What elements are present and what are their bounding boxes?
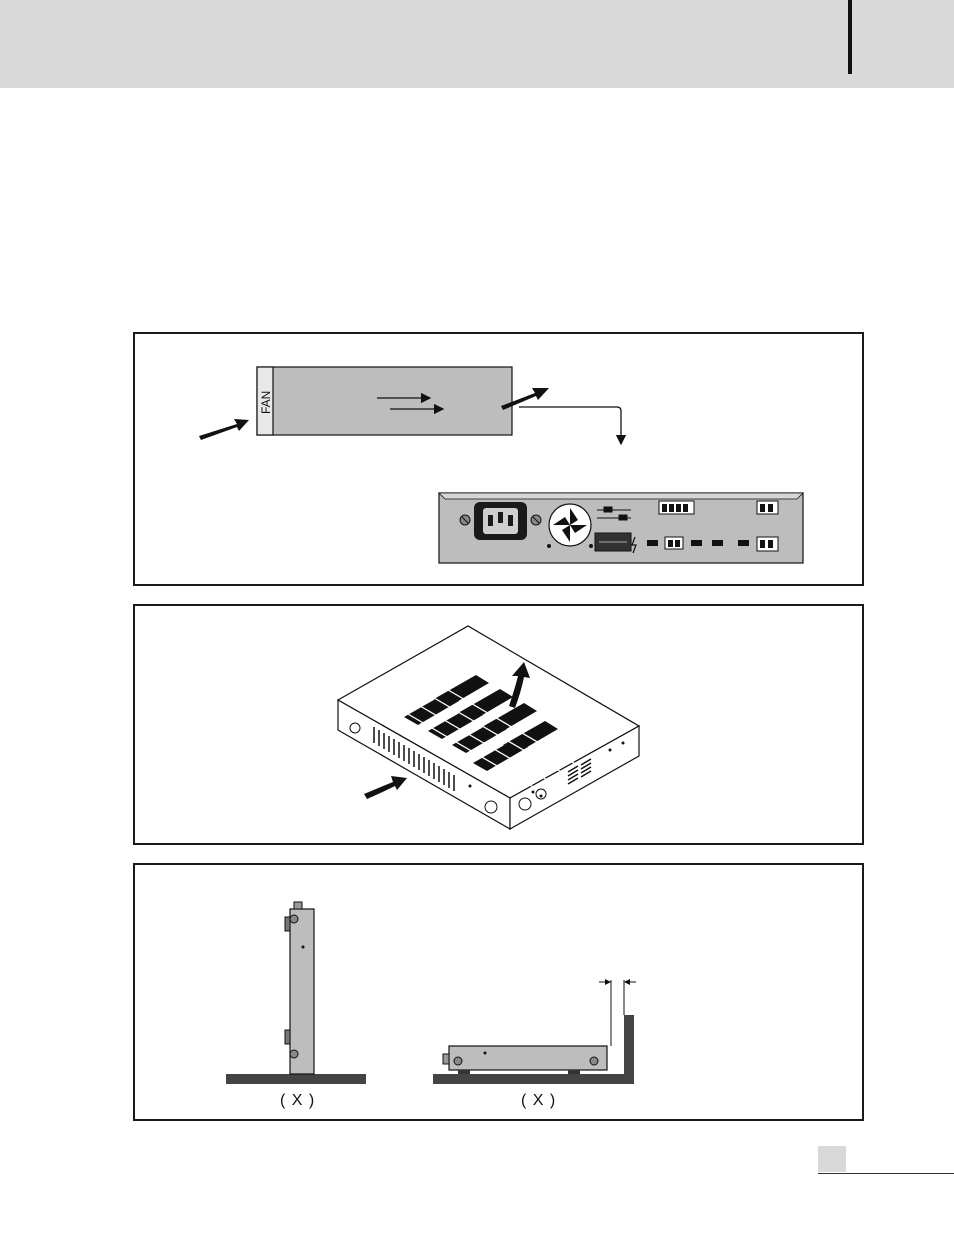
footer-rule [818, 1173, 954, 1174]
intake-arrow-icon [199, 419, 249, 440]
fan-label: FAN [259, 391, 273, 414]
page-number-box [818, 1146, 846, 1172]
page-header-band [0, 0, 954, 88]
ventilation-diagram [135, 606, 866, 847]
ventilation-diagram-panel [133, 604, 864, 845]
vertical-orientation-label: ( X ) [280, 1092, 315, 1110]
knob-icon [519, 798, 531, 810]
terminal-block [665, 537, 683, 549]
mounting-diagram [135, 865, 866, 1123]
horizontal-orientation-label: ( X ) [521, 1092, 556, 1110]
airflow-diagram-panel: FAN [133, 332, 864, 586]
wall-surface [624, 1015, 634, 1084]
floor-surface [433, 1074, 633, 1084]
vertical-unit [226, 902, 366, 1084]
header-vertical-rule [848, 0, 852, 74]
mounting-orientation-panel: ( X ) ( X ) [133, 863, 864, 1121]
intake-arrow-icon [364, 776, 407, 799]
horizontal-unit [433, 979, 636, 1084]
rear-panel [439, 493, 803, 563]
unit-body [257, 367, 512, 435]
floor-surface [226, 1074, 366, 1084]
pointer-arrow [519, 407, 621, 444]
airflow-diagram: FAN [135, 334, 866, 588]
knob-icon [485, 801, 497, 813]
